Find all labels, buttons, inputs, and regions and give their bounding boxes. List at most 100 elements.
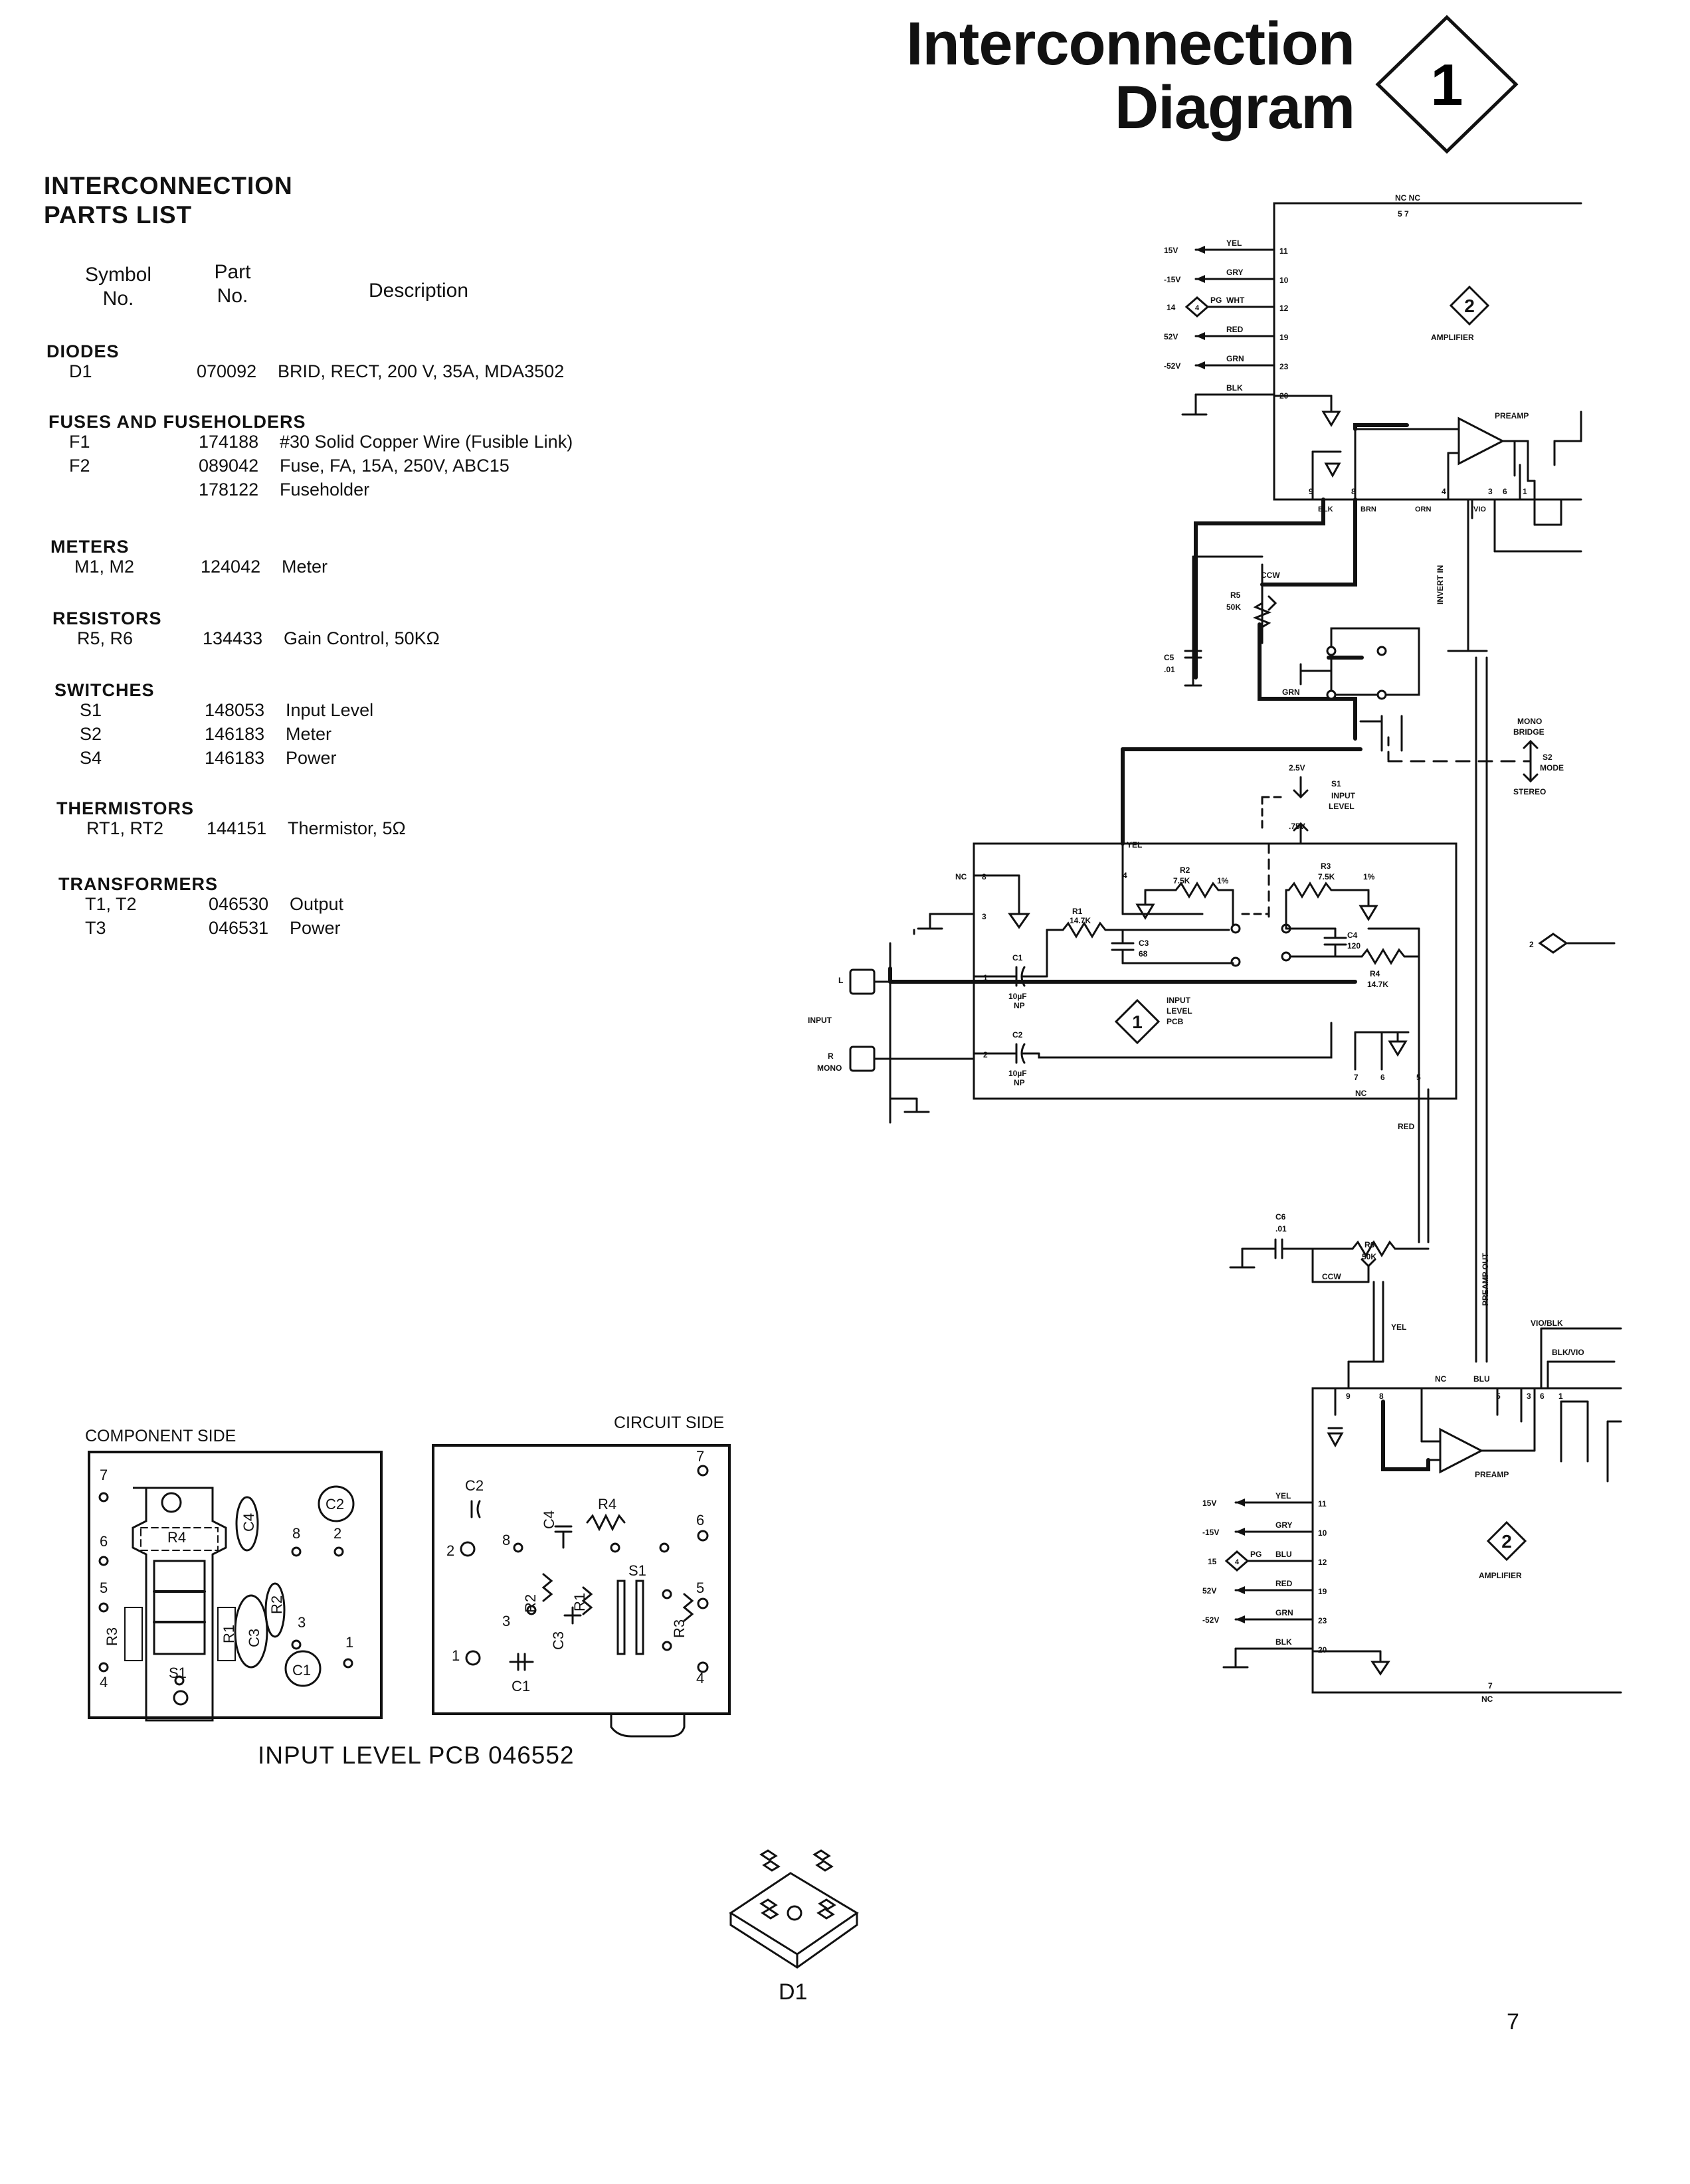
pcb-pin-number: 8 xyxy=(982,872,986,881)
part-symbol: R5, R6 xyxy=(77,628,134,648)
nc-top: NC NC xyxy=(1395,193,1420,203)
pcb-c3-val: 68 xyxy=(1139,949,1148,958)
d1-label: D1 xyxy=(779,1979,808,2005)
top-amp-pg-tag: PG xyxy=(1210,296,1222,305)
parts-section-heading: RESISTORS xyxy=(52,608,162,628)
part-number: 124042 xyxy=(201,557,261,577)
pcb-c2-val: 10µF xyxy=(1008,1069,1027,1078)
parts-section-heading: DIODES xyxy=(47,341,120,361)
top-amp-pin-number: 19 xyxy=(1279,333,1289,342)
circuit-side-part: C2 xyxy=(465,1477,484,1494)
col-header-symbol: Symbol No. xyxy=(78,263,158,311)
part-symbol: M1, M2 xyxy=(74,557,135,577)
mode-bridge: BRIDGE xyxy=(1513,727,1545,737)
bot-amp-source-label: 15 xyxy=(1208,1557,1217,1566)
top-amp-label: AMPLIFIER xyxy=(1431,333,1474,342)
s1-v2: .75V xyxy=(1289,822,1305,831)
pcb-r3-tol: 1% xyxy=(1363,872,1375,881)
pcb-c2: C2 xyxy=(1012,1030,1023,1040)
component-side-board xyxy=(88,1451,383,1722)
part-description: Meter xyxy=(286,724,332,744)
bot-amp-top-pin: 6 xyxy=(1540,1392,1545,1401)
pcb-diamond-num: 1 xyxy=(1132,1012,1143,1032)
top-amp-source-label: -15V xyxy=(1164,275,1180,284)
top-amp-wire-color: YEL xyxy=(1226,238,1242,248)
s1-v1: 2.5V xyxy=(1289,763,1305,773)
preamp-out-label: PREAMP OUT xyxy=(1481,1253,1490,1306)
part-number: 146183 xyxy=(205,724,265,744)
pcb-r4: R4 xyxy=(1370,969,1380,978)
bot-amp-top-pin: 5 xyxy=(1496,1392,1501,1401)
pcb-pin-number: 2 xyxy=(983,1050,988,1059)
component-side-pin: 3 xyxy=(298,1614,306,1631)
top-amp-wire-color: WHT xyxy=(1226,296,1245,305)
bot-nc-bottom: NC xyxy=(1481,1694,1493,1704)
pcb-c4-val: 120 xyxy=(1347,941,1361,951)
c5-label: C5 xyxy=(1164,653,1174,662)
top-amp-pin-number: 20 xyxy=(1279,391,1289,401)
pcb-pin-number: 1 xyxy=(983,973,988,982)
part-description: Gain Control, 50KΩ xyxy=(284,628,440,648)
red-label: RED xyxy=(1398,1122,1415,1131)
pcb-r1: R1 xyxy=(1072,907,1083,916)
pcb-r2-val: 7.5K xyxy=(1173,876,1190,885)
bot-amp-diamond-tag: 4 xyxy=(1235,1558,1240,1566)
component-side-pin: 1 xyxy=(345,1634,353,1651)
r5-label: R5 xyxy=(1230,591,1241,600)
part-description: Input Level xyxy=(286,700,374,720)
circuit-side-pin: 4 xyxy=(696,1670,704,1686)
part-number: 174188 xyxy=(199,432,259,452)
component-side-part: C3 xyxy=(246,1629,262,1647)
part-description: #30 Solid Copper Wire (Fusible Link) xyxy=(280,432,573,452)
r6-label: R6 xyxy=(1364,1240,1375,1249)
pcb-pin-number: 6 xyxy=(1380,1073,1385,1082)
part-description: Power xyxy=(286,748,337,768)
pcb-pin-number: 5 xyxy=(1416,1073,1421,1082)
bot-amp-wire-color: YEL xyxy=(1275,1491,1291,1501)
vio-blk-label: VIO/BLK xyxy=(1531,1319,1563,1328)
top-amp-bottom-wire-color: VIO xyxy=(1473,505,1486,513)
top-amp-source-label: 14 xyxy=(1167,303,1176,312)
part-description: Output xyxy=(290,894,344,914)
component-side-pin: 8 xyxy=(292,1525,300,1542)
parts-heading-line-2: PARTS LIST xyxy=(44,201,193,228)
part-description: BRID, RECT, 200 V, 35A, MDA3502 xyxy=(278,361,565,381)
circuit-side-pin: 5 xyxy=(696,1580,704,1596)
nc-top-pins: 5 7 xyxy=(1398,209,1409,219)
circuit-side-pin: 8 xyxy=(502,1532,510,1548)
circuit-side-part: C3 xyxy=(550,1631,567,1650)
pcb-c4: C4 xyxy=(1347,931,1358,940)
col-part-line-2: No. xyxy=(217,285,248,307)
part-symbol: S1 xyxy=(80,700,102,720)
bot-amp-source-label: 15V xyxy=(1202,1499,1216,1508)
top-amp-diamond xyxy=(1449,285,1490,326)
bot-amp-pin-number: 11 xyxy=(1318,1499,1327,1508)
circuit-side-part: R4 xyxy=(598,1496,616,1512)
parts-list-heading: INTERCONNECTION PARTS LIST xyxy=(44,171,293,230)
circuit-side-part: S1 xyxy=(628,1562,646,1579)
bot-amp-top-pin: 3 xyxy=(1527,1392,1531,1401)
circuit-side-pin: 3 xyxy=(502,1613,510,1629)
pcb-r4-val: 14.7K xyxy=(1367,980,1388,989)
parts-section-heading: METERS xyxy=(50,537,130,557)
top-amp-wire-color: GRY xyxy=(1226,268,1244,277)
pcb-yel: YEL xyxy=(1127,840,1142,850)
parts-section-heading: THERMISTORS xyxy=(56,798,195,818)
part-symbol: S4 xyxy=(80,748,102,768)
circuit-side-board xyxy=(432,1444,731,1738)
parts-section-heading: SWITCHES xyxy=(54,680,155,700)
component-side-part: S1 xyxy=(169,1665,187,1681)
top-amp-bottom-wire-color: BLK xyxy=(1318,505,1333,513)
right-diamond-2 xyxy=(1538,933,1568,954)
bottom-preamp-label: PREAMP xyxy=(1475,1470,1509,1479)
circuit-side-part: R1 xyxy=(571,1593,588,1611)
pcb-r2: R2 xyxy=(1180,865,1190,875)
part-description: Thermistor, 5Ω xyxy=(288,818,406,838)
top-amp-diamond-tag: 4 xyxy=(1195,304,1200,312)
part-symbol: F2 xyxy=(69,456,90,476)
component-side-pin: 5 xyxy=(100,1580,108,1596)
top-amp-bottom-pin: 9 xyxy=(1309,487,1313,496)
bottom-preamp xyxy=(1439,1427,1484,1474)
top-amp-number: 2 xyxy=(1464,296,1475,316)
